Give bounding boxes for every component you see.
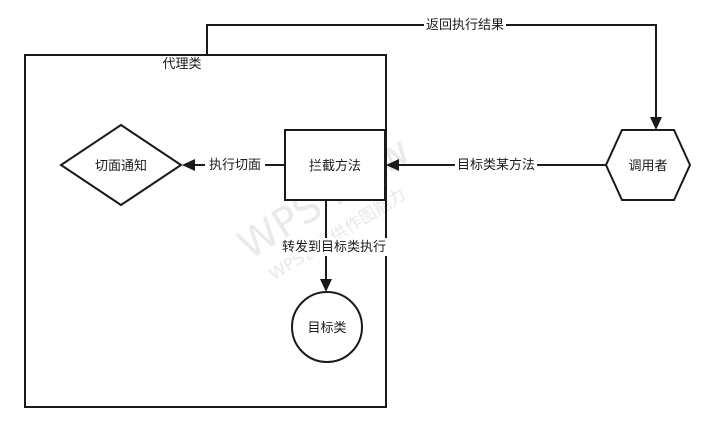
container-label: 代理类	[162, 57, 201, 72]
node-target[interactable]: 目标类	[291, 291, 363, 363]
edge-label-forward-to-target: 转发到目标类执行	[282, 239, 386, 255]
node-advice[interactable]: 切面通知	[59, 123, 183, 207]
node-caller-label: 调用者	[628, 159, 667, 174]
node-interceptor-label: 拦截方法	[309, 158, 361, 174]
edge-return-result[interactable]: 返回执行结果	[206, 16, 662, 130]
node-caller[interactable]: 调用者	[604, 129, 692, 201]
node-advice-label: 切面通知	[95, 158, 147, 174]
edge-label-execute-aspect: 执行切面	[209, 158, 261, 173]
edge-forward-to-target[interactable]: 转发到目标类执行	[280, 200, 388, 292]
edge-call-target-method[interactable]: 目标类某方法	[386, 156, 606, 174]
edge-label-return-result: 返回执行结果	[426, 18, 504, 33]
edge-label-call-target-method: 目标类某方法	[457, 157, 535, 173]
proxy-class-container[interactable]	[24, 54, 387, 408]
node-target-label: 目标类	[307, 321, 346, 336]
edge-execute-aspect[interactable]: 执行切面	[182, 156, 285, 174]
node-interceptor[interactable]: 拦截方法	[284, 129, 386, 201]
